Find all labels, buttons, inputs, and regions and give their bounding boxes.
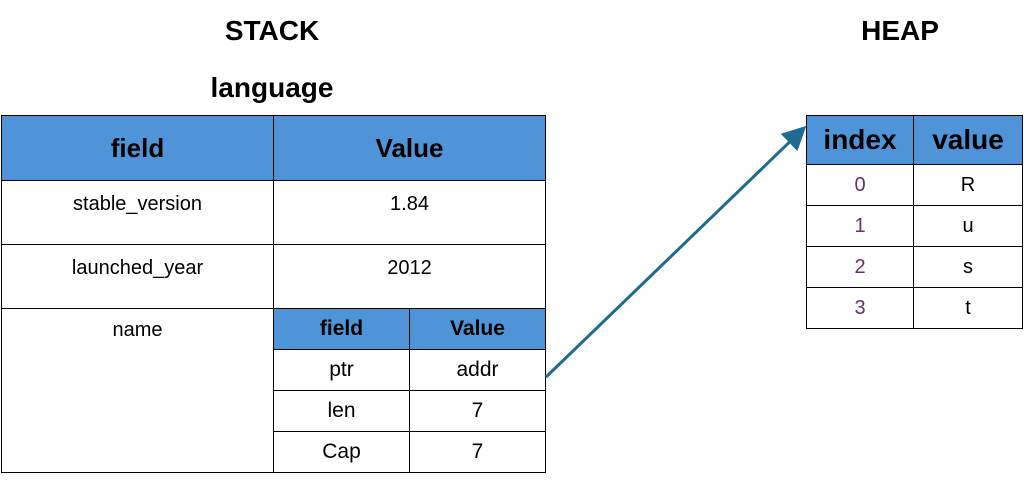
pointer-arrow-line bbox=[544, 125, 807, 379]
heap-row: 3 t bbox=[806, 287, 1023, 329]
nested-header-row: field Value bbox=[274, 309, 545, 350]
nested-string-cell: field Value ptr addr len 7 Cap 7 bbox=[273, 308, 546, 473]
nested-row-len: len 7 bbox=[274, 390, 545, 432]
stack-value-cell: 1.84 bbox=[273, 180, 546, 245]
heap-title: HEAP bbox=[861, 15, 939, 46]
stack-row-name: name field Value ptr addr len 7 Cap bbox=[1, 308, 546, 473]
nested-value-cell: 7 bbox=[409, 431, 545, 472]
stack-header-value: Value bbox=[273, 115, 546, 181]
nested-row-cap: Cap 7 bbox=[274, 431, 545, 472]
heap-value-cell: t bbox=[913, 287, 1023, 329]
heap-index-cell: 3 bbox=[806, 287, 914, 329]
stack-table: field Value stable_version 1.84 launched… bbox=[1, 115, 546, 473]
heap-value-cell: R bbox=[913, 164, 1023, 206]
heap-header-row: index value bbox=[806, 115, 1023, 165]
nested-header-value: Value bbox=[409, 309, 545, 350]
heap-row: 0 R bbox=[806, 164, 1023, 206]
heap-value-cell: s bbox=[913, 246, 1023, 288]
heap-header-index: index bbox=[806, 115, 914, 165]
stack-title: STACK bbox=[224, 15, 320, 46]
heap-row: 2 s bbox=[806, 246, 1023, 288]
nested-row-ptr: ptr addr bbox=[274, 349, 545, 391]
nested-value-cell: 7 bbox=[409, 390, 545, 432]
struct-name: language bbox=[210, 72, 334, 103]
nested-field-cell: len bbox=[274, 390, 410, 432]
nested-field-cell: Cap bbox=[274, 431, 410, 472]
stack-field-cell: name bbox=[1, 308, 274, 473]
heap-table: index value 0 R 1 u 2 s 3 t bbox=[806, 115, 1023, 329]
stack-field-cell: launched_year bbox=[1, 244, 274, 309]
heap-value-cell: u bbox=[913, 205, 1023, 247]
nested-field-cell: ptr bbox=[274, 349, 410, 391]
nested-header-field: field bbox=[274, 309, 410, 350]
stack-row-launched-year: launched_year 2012 bbox=[1, 244, 546, 309]
nested-value-cell: addr bbox=[409, 349, 545, 391]
heap-header-value: value bbox=[913, 115, 1023, 165]
nested-string-table: field Value ptr addr len 7 Cap 7 bbox=[274, 309, 545, 472]
stack-value-cell: 2012 bbox=[273, 244, 546, 309]
stack-header-row: field Value bbox=[1, 115, 546, 181]
